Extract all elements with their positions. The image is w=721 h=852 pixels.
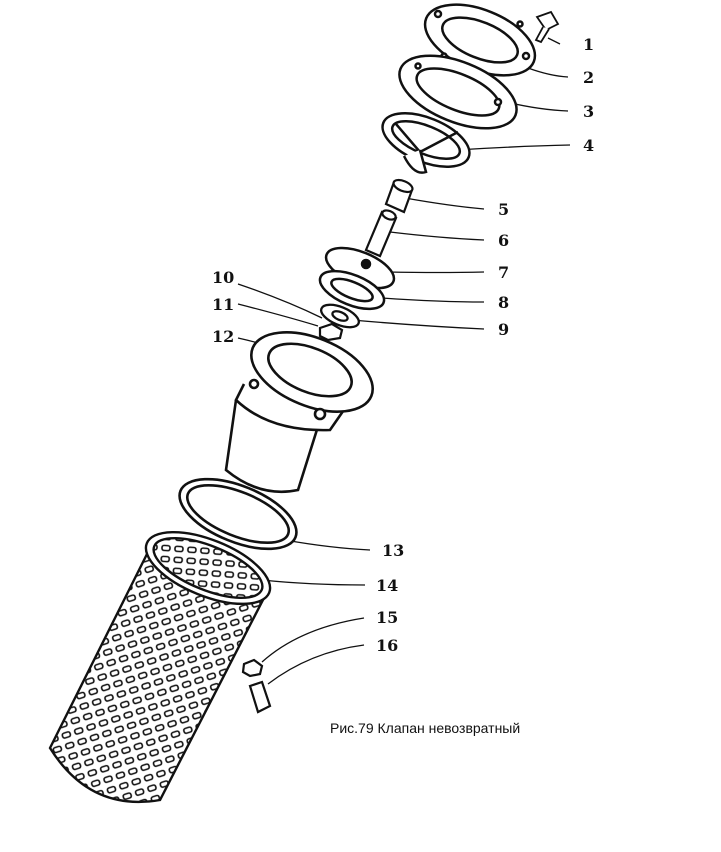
callout-11: 11	[212, 295, 234, 314]
callout-4: 4	[583, 136, 594, 155]
part-13-ring	[178, 477, 298, 551]
callout-3: 3	[583, 102, 594, 121]
callout-labels: 1 2 3 4 5 6 7 8 9 10 11 12 13 14 15 16	[212, 35, 594, 655]
part-16-screw	[248, 680, 272, 714]
part-10-nut	[318, 322, 344, 342]
callout-15: 15	[376, 608, 398, 627]
part-1-bolt	[534, 10, 560, 44]
part-12-housing	[224, 331, 374, 494]
figure-caption: Рис.79 Клапан невозвратный	[330, 720, 521, 736]
part-6-stem	[364, 209, 398, 258]
part-15-nut	[241, 658, 264, 678]
callout-6: 6	[498, 231, 509, 250]
callout-9: 9	[498, 320, 509, 339]
part-5-bushing	[384, 178, 414, 214]
part-4-spider	[381, 112, 471, 174]
callout-8: 8	[498, 293, 509, 312]
callout-10: 10	[212, 268, 234, 287]
callout-7: 7	[498, 263, 509, 282]
callout-16: 16	[376, 636, 398, 655]
callout-14: 14	[376, 576, 398, 595]
part-14-screen	[48, 530, 272, 804]
part-8-seal	[318, 269, 386, 311]
callout-5: 5	[498, 200, 509, 219]
part-9-washer	[320, 303, 360, 329]
leader-lines	[237, 37, 571, 685]
callout-1: 1	[583, 35, 594, 54]
part-3-gasket	[398, 54, 518, 130]
callout-13: 13	[382, 541, 404, 560]
callout-12: 12	[212, 327, 234, 346]
callout-2: 2	[583, 68, 594, 87]
